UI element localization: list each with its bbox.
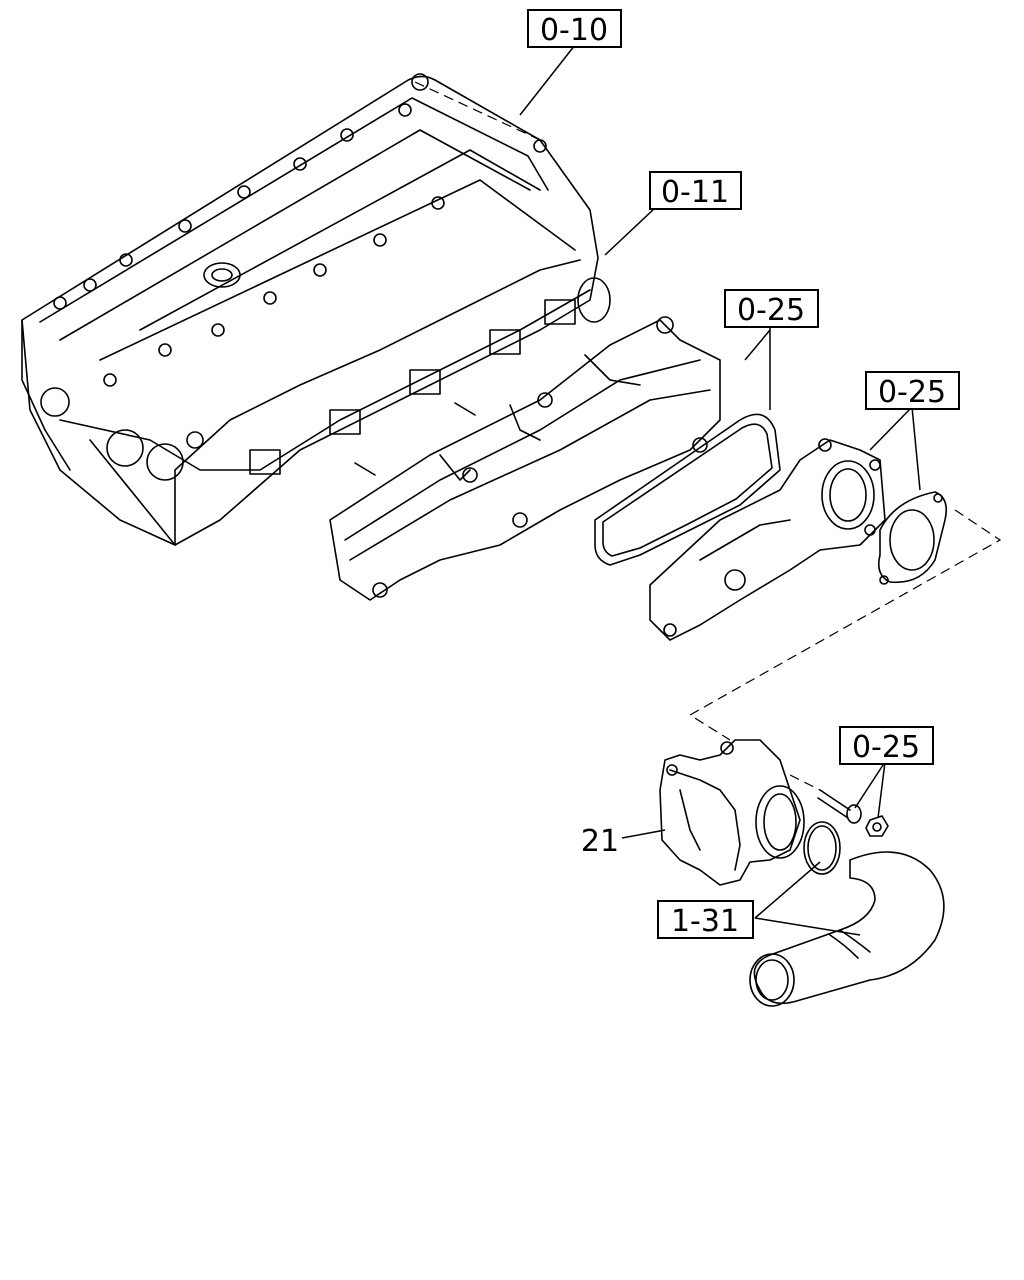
callout-21-label: 21 <box>581 824 619 859</box>
leader-0-25-a <box>744 322 771 410</box>
center-line-head <box>414 81 541 141</box>
flange-gasket <box>877 491 948 585</box>
callout-0-25-c-label: 0-25 <box>852 730 920 765</box>
callout-0-25-a-label: 0-25 <box>737 293 805 328</box>
manifold-gasket <box>594 413 781 566</box>
throttle-body <box>659 739 805 886</box>
callout-0-11: 0-11 <box>649 171 742 210</box>
callout-0-25-c: 0-25 <box>839 726 934 765</box>
callout-0-25-b: 0-25 <box>865 371 960 410</box>
intake-hose <box>749 851 945 1007</box>
callout-0-10-label: 0-10 <box>540 13 608 48</box>
center-line-bolt <box>789 774 821 791</box>
callout-1-31: 1-31 <box>657 900 754 939</box>
o-ring <box>803 821 841 875</box>
leader-1-31 <box>754 861 861 936</box>
leader-0-10 <box>519 44 576 116</box>
leader-0-25-c <box>854 761 886 819</box>
callout-0-25-a: 0-25 <box>724 289 819 328</box>
nut <box>865 815 889 837</box>
intake-pipe <box>649 438 886 641</box>
center-line-flange <box>688 509 1002 741</box>
leader-0-11 <box>604 207 656 256</box>
bolt <box>817 789 862 824</box>
callout-1-31-label: 1-31 <box>671 904 739 939</box>
callout-0-25-b-label: 0-25 <box>878 375 946 410</box>
leader-21 <box>621 829 666 839</box>
callout-0-11-label: 0-11 <box>661 175 729 210</box>
callout-0-10: 0-10 <box>527 9 622 48</box>
intake-manifold <box>329 316 721 601</box>
leader-0-25-b <box>869 406 921 491</box>
